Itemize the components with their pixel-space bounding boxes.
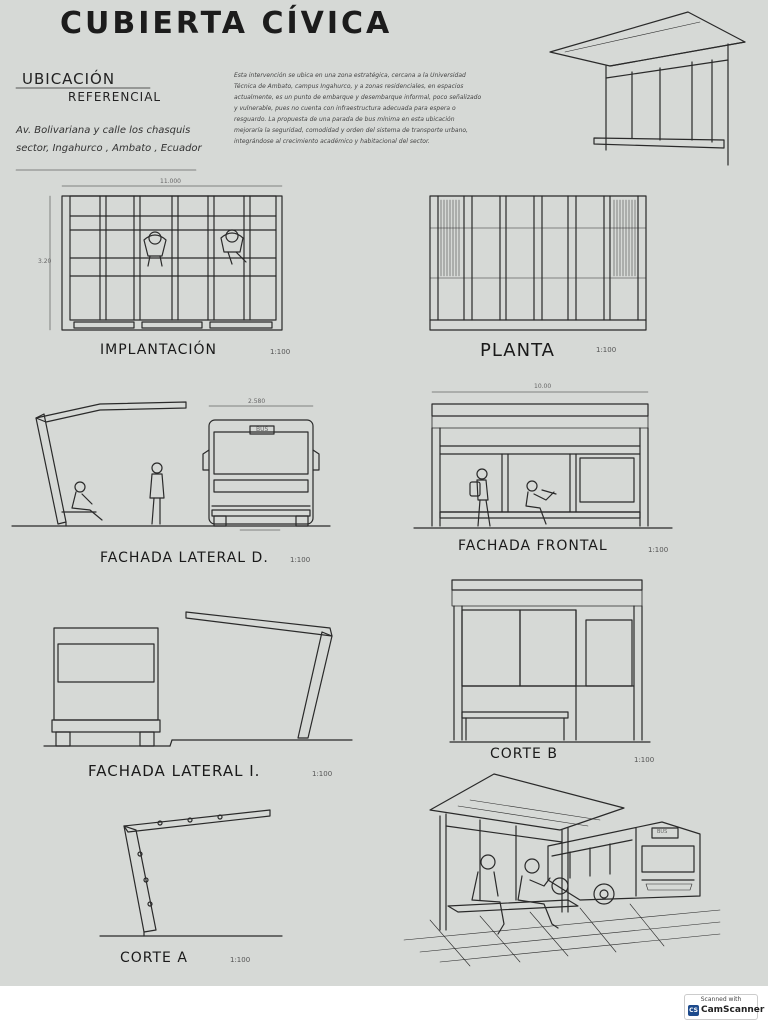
corte-b-scale: 1:100 — [634, 756, 655, 764]
fachada-frontal-scale: 1:100 — [648, 546, 669, 554]
planta-drawing — [429, 195, 647, 331]
implantacion-scale: 1:100 — [270, 348, 291, 356]
fachada-lateral-d-scale: 1:100 — [290, 556, 311, 564]
corte-b-label: CORTE B — [490, 746, 558, 762]
planta-scale: 1:100 — [596, 346, 617, 354]
bus-sign-rear: BUS — [256, 426, 269, 433]
project-description: Esta intervención se ubica en una zona e… — [234, 72, 482, 145]
implantacion-drawing — [49, 185, 283, 331]
corte-a-drawing — [99, 809, 283, 937]
architectural-drawings — [11, 11, 746, 967]
perspective-scene — [403, 773, 721, 967]
location-underline — [15, 87, 197, 171]
planta-label: PLANTA — [480, 340, 555, 361]
watermark-line-2: CamScanner — [701, 1005, 765, 1015]
implantacion-dim-top: 11.000 — [160, 178, 181, 185]
fachada-lateral-d-label: FACHADA LATERAL D. — [100, 550, 269, 566]
fachada-frontal-dim: 10.00 — [534, 383, 552, 390]
implantacion-label: IMPLANTACIÓN — [100, 342, 218, 358]
fachada-lateral-i-drawing — [43, 611, 353, 747]
bus-sign-perspective: BUS — [657, 829, 668, 835]
camscanner-watermark: Scanned with CS CamScanner — [684, 994, 764, 1020]
location-subtitle: REFERENCIAL — [68, 90, 162, 104]
shelter-perspective-small — [549, 11, 746, 166]
watermark-line-1: Scanned with — [700, 996, 742, 1003]
sheet-title: CUBIERTA CÍVICA — [60, 6, 393, 41]
drawing-sheet: CUBIERTA CÍVICA UBICACIÓN REFERENCIAL Av… — [0, 0, 768, 986]
location-title: UBICACIÓN — [22, 70, 116, 88]
corte-a-label: CORTE A — [120, 950, 188, 966]
corte-a-scale: 1:100 — [230, 956, 251, 964]
address-block: Av. Bolivariana y calle los chasquis sec… — [16, 122, 216, 158]
camscanner-logo-icon: CS — [688, 1005, 699, 1016]
fachada-lateral-d-dim: 2.580 — [248, 398, 266, 405]
fachada-lateral-i-scale: 1:100 — [312, 770, 333, 778]
address-line-2: sector, Ingahurco , Ambato , Ecuador — [16, 143, 202, 154]
implantacion-dim-side: 3.20 — [38, 258, 52, 265]
corte-b-drawing — [449, 579, 651, 743]
address-line-1: Av. Bolivariana y calle los chasquis — [16, 125, 191, 136]
fachada-lateral-i-label: FACHADA LATERAL I. — [88, 762, 261, 780]
fachada-frontal-label: FACHADA FRONTAL — [458, 538, 608, 554]
fachada-lateral-d-drawing — [11, 401, 331, 531]
fachada-frontal-drawing — [413, 391, 673, 529]
